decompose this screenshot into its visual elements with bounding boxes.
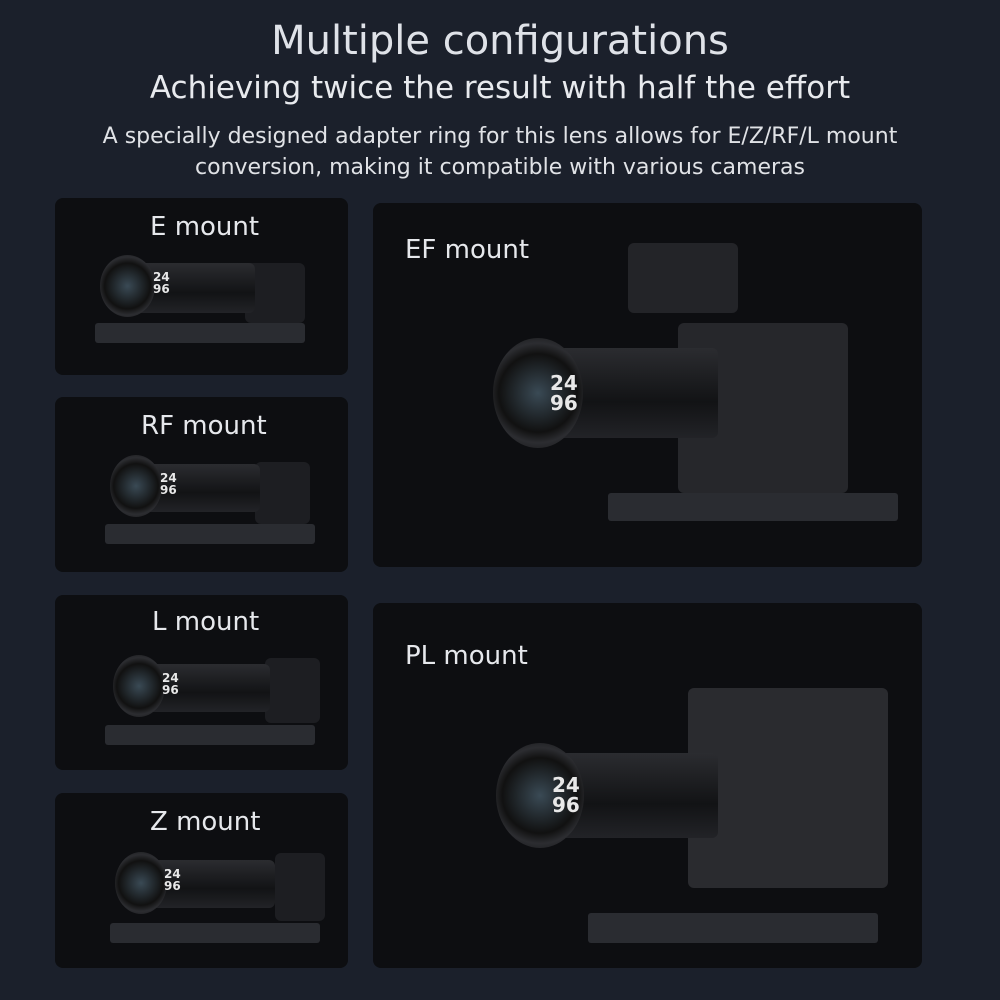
panel-label: EF mount	[405, 235, 530, 265]
panel-label: RF mount	[141, 411, 267, 441]
page-title: Multiple configurations	[271, 18, 729, 64]
page-subtitle: Achieving twice the result with half the…	[149, 70, 851, 106]
panel-label: E mount	[150, 212, 260, 242]
panel-label: Z mount	[150, 807, 261, 837]
description-line-1: A specially designed adapter ring for th…	[102, 124, 898, 149]
panel-label: PL mount	[405, 641, 528, 671]
panel-label: L mount	[152, 607, 260, 637]
description-line-2: conversion, making it compatible with va…	[195, 155, 805, 180]
